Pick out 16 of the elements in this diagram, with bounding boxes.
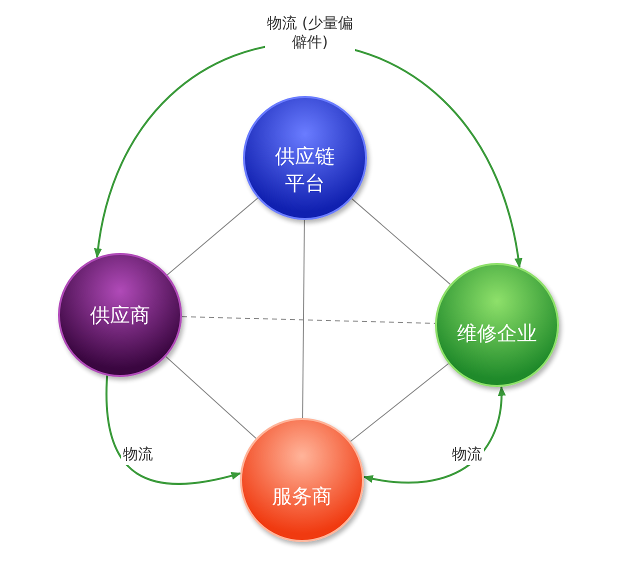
node-label: 服务商 [272, 482, 332, 510]
arrow [106, 376, 242, 485]
connector-line [350, 363, 449, 442]
connector-line [302, 220, 305, 418]
arrow [362, 386, 506, 484]
connector-line [165, 356, 257, 439]
edge-label: 物流 [121, 445, 155, 464]
sphere [435, 263, 559, 387]
edge-label: 物流 (少量偏僻件) [265, 14, 355, 52]
node-label: 供应链平台 [274, 143, 336, 197]
node-label: 供应商 [90, 302, 150, 328]
edge-label: 物流 [450, 445, 484, 464]
connector-line [351, 198, 451, 285]
connector-line [166, 198, 258, 276]
node-label: 维修企业 [457, 320, 537, 346]
connector-line [181, 316, 436, 324]
